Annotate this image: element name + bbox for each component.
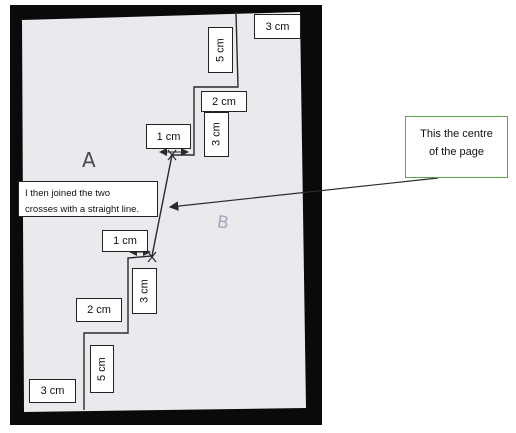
- label-bottom-2cm: 2 cm: [76, 298, 122, 322]
- callout-line-1: This the centre: [420, 128, 493, 140]
- label-upper-3cm: 3 cm: [204, 112, 229, 157]
- centre-callout: This the centre of the page: [405, 116, 508, 178]
- letter-a: A: [82, 148, 96, 172]
- label-top-5cm: 5 cm: [208, 27, 233, 73]
- label-lower-1cm: 1 cm: [102, 230, 148, 252]
- label-bottom-3cm: 3 cm: [29, 379, 76, 403]
- callout-line-2: of the page: [428, 146, 485, 158]
- label-lower-3cm: 3 cm: [132, 268, 157, 314]
- centre-pointer-arrow: [168, 177, 439, 211]
- label-bottom-5cm: 5 cm: [90, 345, 114, 393]
- note-line-1: I then joined the two: [25, 188, 111, 199]
- label-upper-2cm: 2 cm: [201, 91, 247, 112]
- label-top-3cm: 3 cm: [254, 14, 301, 39]
- note-line-2: crosses with a straight line.: [25, 204, 140, 215]
- cut-line: [83, 11, 239, 410]
- label-upper-1cm: 1 cm: [146, 124, 191, 149]
- join-crosses-note: I then joined the two crosses with a str…: [18, 181, 158, 217]
